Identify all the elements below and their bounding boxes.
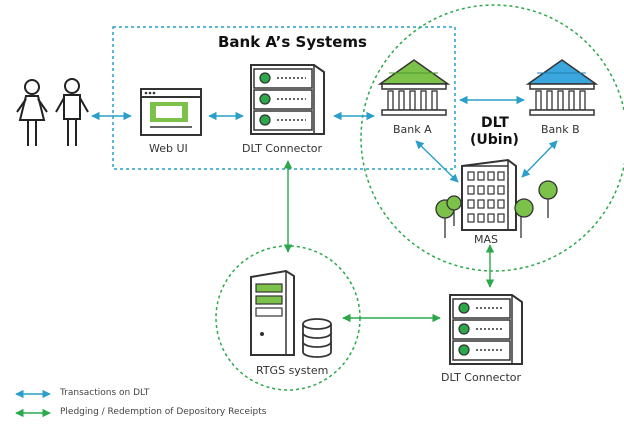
dlt-connector-a-label: DLT Connector xyxy=(242,142,323,155)
dlt-connector-mas-icon xyxy=(449,294,523,365)
users-icon xyxy=(16,78,89,146)
legend-label-pledging: Pledging / Redemption of Depository Rece… xyxy=(60,407,267,417)
tree-icon xyxy=(435,180,558,238)
mas-building-icon xyxy=(461,158,517,231)
legend-label-transactions: Transactions on DLT xyxy=(60,388,150,398)
dlt-title: DLT xyxy=(481,115,509,131)
dlt-connector-mas-label: DLT Connector xyxy=(441,371,522,384)
bank-b-label: Bank B xyxy=(541,123,580,136)
rtgs-server-icon xyxy=(250,269,295,356)
bank-a-label: Bank A xyxy=(393,123,432,136)
dlt-connector-a-icon xyxy=(250,64,325,135)
web-ui-icon xyxy=(140,88,202,136)
dlt-ubin-circle xyxy=(360,4,624,272)
bank-a-icon xyxy=(377,59,451,116)
mas-label: MAS xyxy=(474,233,498,246)
arrow-banka-mas xyxy=(415,140,459,183)
rtgs-system-label: RTGS system xyxy=(256,364,329,377)
database-icon xyxy=(302,318,332,358)
bank-a-systems-title: Bank A’s Systems xyxy=(218,33,367,51)
dlt-ubin-title: (Ubin) xyxy=(470,132,519,148)
bank-b-icon xyxy=(525,59,599,116)
arrow-bankb-mas xyxy=(521,140,558,178)
web-ui-label: Web UI xyxy=(149,142,188,155)
